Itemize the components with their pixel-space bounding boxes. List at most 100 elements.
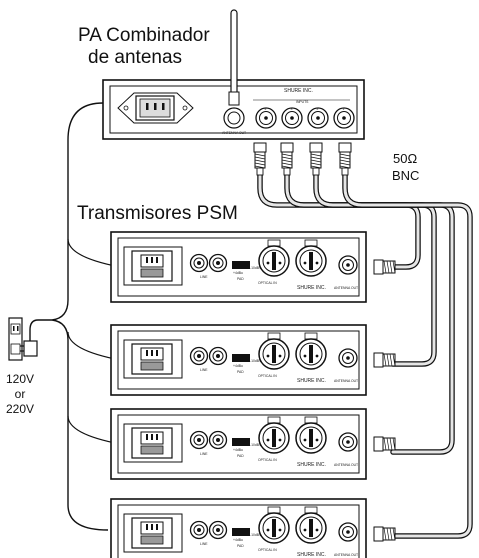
transmitter-antenna-out-port (338, 522, 358, 542)
xlr-combo-jack (258, 332, 290, 370)
level-switch-alt-label: -10dBV (250, 359, 262, 363)
combiner-bnc-port: 2 (307, 107, 329, 129)
antenna-combiner: ANTENNA OUT SHURE INC. INPUTS 4 3 2 1 (102, 9, 365, 140)
optical-in-label: OPTICAL IN (258, 281, 277, 285)
line-jack-label: LINE (200, 452, 208, 456)
transmitter-antenna-out-port (338, 432, 358, 452)
combiner-input-ports: 4 3 2 1 (255, 107, 355, 129)
level-switch-label: +4dBu (233, 448, 243, 452)
antenna-out-label: ANTENNA OUT (334, 463, 358, 467)
level-switch-label: +4dBu (233, 364, 243, 368)
xlr-combo-jack (258, 416, 290, 454)
xlr-combo-jack (258, 506, 290, 544)
transmitter-ac-inlet (123, 246, 183, 286)
combiner-brand: SHURE INC. (284, 88, 313, 94)
pad-label: PAD (237, 544, 244, 548)
combiner-port-number: 1 (343, 107, 345, 111)
transmitter-brand: SHURE INC. (297, 285, 326, 291)
xlr-combo-jack (295, 332, 327, 370)
combiner-port-number: 4 (265, 107, 267, 111)
bnc-plug-side (373, 259, 396, 275)
combiner-ac-inlet (117, 92, 194, 124)
level-switch-alt-label: -10dBV (250, 533, 262, 537)
line-input-jack (189, 520, 209, 540)
transmitter-ac-inlet (123, 513, 183, 553)
combiner-port-number: 2 (317, 107, 319, 111)
transmitter-antenna-out-port (338, 348, 358, 368)
combiner-inputs-label: INPUTS (296, 100, 309, 104)
line-input-jack (208, 520, 228, 540)
combiner-bnc-port: 1 (333, 107, 355, 129)
pad-label: PAD (237, 370, 244, 374)
pad-label: PAD (237, 277, 244, 281)
combiner-title-line2: de antenas (88, 47, 183, 68)
voltage-label-220v: 220V (5, 402, 35, 416)
antenna-out-label: ANTENNA OUT (334, 553, 358, 557)
line-jack-label: LINE (200, 368, 208, 372)
combiner-antenna-out-label: ANTENNA OUT (222, 131, 246, 135)
wall-outlet (8, 317, 23, 361)
line-input-jack (208, 346, 228, 366)
optical-in-label: OPTICAL IN (258, 548, 277, 552)
xlr-combo-jack (295, 416, 327, 454)
xlr-combo-jack (295, 506, 327, 544)
cable-type-label: BNC (392, 168, 420, 183)
fuse-holder (140, 268, 164, 278)
transmitter-brand: SHURE INC. (297, 378, 326, 384)
transmitters-title: Transmisores PSM (77, 203, 238, 224)
voltage-label-or: or (14, 387, 26, 401)
level-switch-label: +4dBu (233, 538, 243, 542)
bnc-plug (280, 142, 294, 176)
fuse-holder (140, 445, 164, 455)
transmitter-antenna-out-port (338, 255, 358, 275)
combiner-port-number: 3 (291, 107, 293, 111)
level-switch-alt-label: -10dBV (250, 266, 262, 270)
bnc-plug (253, 142, 267, 176)
power-wiring (8, 102, 121, 531)
combiner-antenna (223, 9, 245, 129)
bnc-plug-side (373, 436, 396, 452)
transmitter-ac-inlet (123, 423, 183, 463)
optical-in-label: OPTICAL IN (258, 374, 277, 378)
level-switch (232, 528, 250, 536)
power-plug (20, 340, 38, 357)
level-switch (232, 438, 250, 446)
antenna-out-label: ANTENNA OUT (334, 286, 358, 290)
pad-label: PAD (237, 454, 244, 458)
line-input-jack (189, 346, 209, 366)
level-switch (232, 354, 250, 362)
bnc-plug-side (373, 352, 396, 368)
optical-in-label: OPTICAL IN (258, 458, 277, 462)
line-input-jack (208, 430, 228, 450)
transmitter-brand: SHURE INC. (297, 462, 326, 468)
xlr-combo-jack (258, 239, 290, 277)
outlet-cord (29, 319, 52, 344)
line-input-jack (208, 253, 228, 273)
voltage-label-120v: 120V (5, 372, 35, 386)
transmitter-ac-inlet (123, 339, 183, 379)
bnc-cables (253, 142, 473, 539)
level-switch (232, 261, 250, 269)
fuse-holder (140, 361, 164, 371)
level-switch-label: +4dBu (233, 271, 243, 275)
line-jack-label: LINE (200, 542, 208, 546)
cable-impedance-label: 50Ω (393, 151, 418, 166)
xlr-combo-jack (295, 239, 327, 277)
bnc-plug-side (373, 526, 396, 542)
bnc-plug (338, 142, 352, 176)
fuse-holder (140, 535, 164, 545)
bnc-plug (309, 142, 323, 176)
transmitter-brand: SHURE INC. (297, 552, 326, 558)
power-bus-cable (51, 102, 109, 531)
level-switch-alt-label: -10dBV (250, 443, 262, 447)
line-input-jack (189, 430, 209, 450)
line-input-jack (189, 253, 209, 273)
combiner-bnc-port: 4 (255, 107, 277, 129)
combiner-bnc-port: 3 (281, 107, 303, 129)
